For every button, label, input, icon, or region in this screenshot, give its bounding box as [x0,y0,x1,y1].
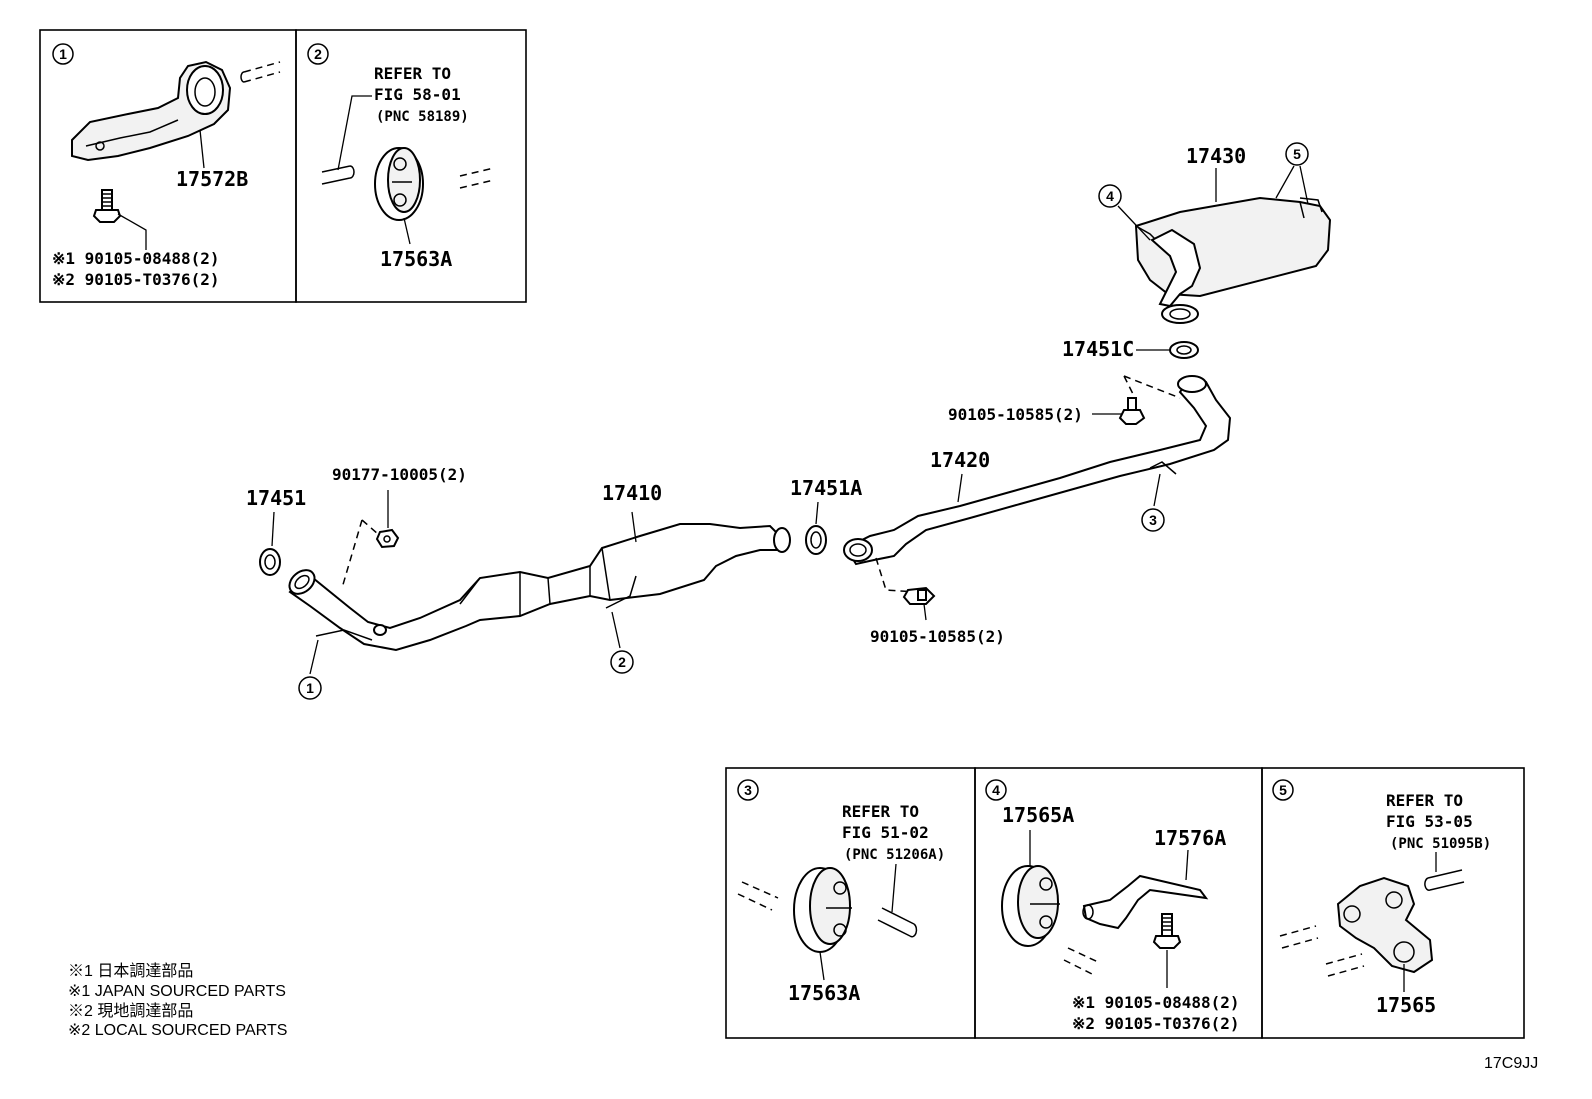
center-pipe-17420-icon [843,375,1232,566]
label-17576A: 17576A [1154,826,1226,850]
inset-1: 1 17572B ※1 90105-08488(2) ※2 90105-T037… [39,29,297,303]
muffler-17430-icon [1134,196,1332,324]
refer-pnc-text-5: (PNC 51095B) [1390,836,1491,852]
label-90177-10005: 90177-10005(2) [332,465,467,484]
label-17563A-top: 17563A [380,247,452,271]
label-17563A-bottom: 17563A [788,981,860,1005]
callout-4: 4 [1106,188,1114,204]
gasket-17451A-icon [805,525,827,555]
main-assembly: 17451 90177-10005(2) 17410 1 2 [246,142,1332,700]
inset-4: 4 17565A 17576A ※1 90105-08488(2) ※2 901… [974,767,1263,1039]
bolt-icon-4 [1152,913,1182,949]
rubber-mount-icon [1336,876,1434,974]
note-line-3: ※2 現地調達部品 [68,1002,193,1020]
refer-to-text-5: REFER TO [1386,791,1463,810]
note-line-1: ※1 日本調達部品 [68,962,193,980]
refer-pnc-text-3: (PNC 51206A) [844,847,945,863]
callout-2: 2 [618,654,626,670]
rubber-hanger-icon [374,147,424,221]
bolt-label-local: ※2 90105-T0376(2) [52,270,220,289]
label-17410: 17410 [602,481,662,505]
label-90105-10585-upper: 90105-10585(2) [948,405,1083,424]
refer-fig-text-5: FIG 53-05 [1386,812,1473,831]
refer-fig-text: FIG 58-01 [374,85,461,104]
inset-2-number: 2 [314,46,322,62]
hanger-bracket-icon [1082,874,1209,930]
bolt-label-japan: ※1 90105-08488(2) [52,249,220,268]
refer-pnc-text: (PNC 58189) [376,109,469,125]
rubber-hanger-icon-4 [1001,865,1060,947]
refer-to-text: REFER TO [374,64,451,83]
note-line-4: ※2 LOCAL SOURCED PARTS [68,1022,287,1039]
bolt-icon [92,189,122,223]
callout-5: 5 [1293,146,1301,162]
notes-legend: ※1 日本調達部品 ※1 JAPAN SOURCED PARTS ※2 現地調達… [68,962,287,1039]
label-17572B: 17572B [176,167,248,191]
callout-1: 1 [306,680,314,696]
label-17451: 17451 [246,486,306,510]
nut-icon [375,528,400,549]
front-pipe-17410-icon [288,523,791,652]
exhaust-bracket-icon [71,60,232,162]
label-17565A: 17565A [1002,803,1074,827]
gasket-17451-icon [259,548,281,576]
label-90105-10585-lower: 90105-10585(2) [870,627,1005,646]
note-line-2: ※1 JAPAN SOURCED PARTS [68,983,286,1000]
inset-1-number: 1 [59,46,67,62]
label-17430: 17430 [1186,144,1246,168]
bolt-lower-icon [902,586,936,605]
label-17565: 17565 [1376,993,1436,1017]
bolt-upper-icon [1118,397,1146,425]
inset-3-number: 3 [744,782,752,798]
refer-fig-text-3: FIG 51-02 [842,823,929,842]
bolt-label-local-4: ※2 90105-T0376(2) [1072,1014,1240,1033]
inset-5-number: 5 [1279,782,1287,798]
callout-3: 3 [1149,512,1157,528]
label-17420: 17420 [930,448,990,472]
inset-5: 5 REFER TO FIG 53-05 (PNC 51095B) 17565 [1261,767,1525,1039]
inset-4-number: 4 [992,782,1000,798]
inset-3: 3 REFER TO FIG 51-02 (PNC 51206A) 17563A [725,767,976,1039]
rubber-hanger-icon-3 [793,867,852,953]
refer-to-text-3: REFER TO [842,802,919,821]
label-17451C: 17451C [1062,337,1134,361]
label-17451A: 17451A [790,476,862,500]
bolt-label-japan-4: ※1 90105-08488(2) [1072,993,1240,1012]
figure-code: 17C9JJ [1484,1055,1538,1072]
gasket-17451C-icon [1169,341,1199,359]
inset-2: 2 REFER TO FIG 58-01 (PNC 58189) 17563A [295,29,527,303]
